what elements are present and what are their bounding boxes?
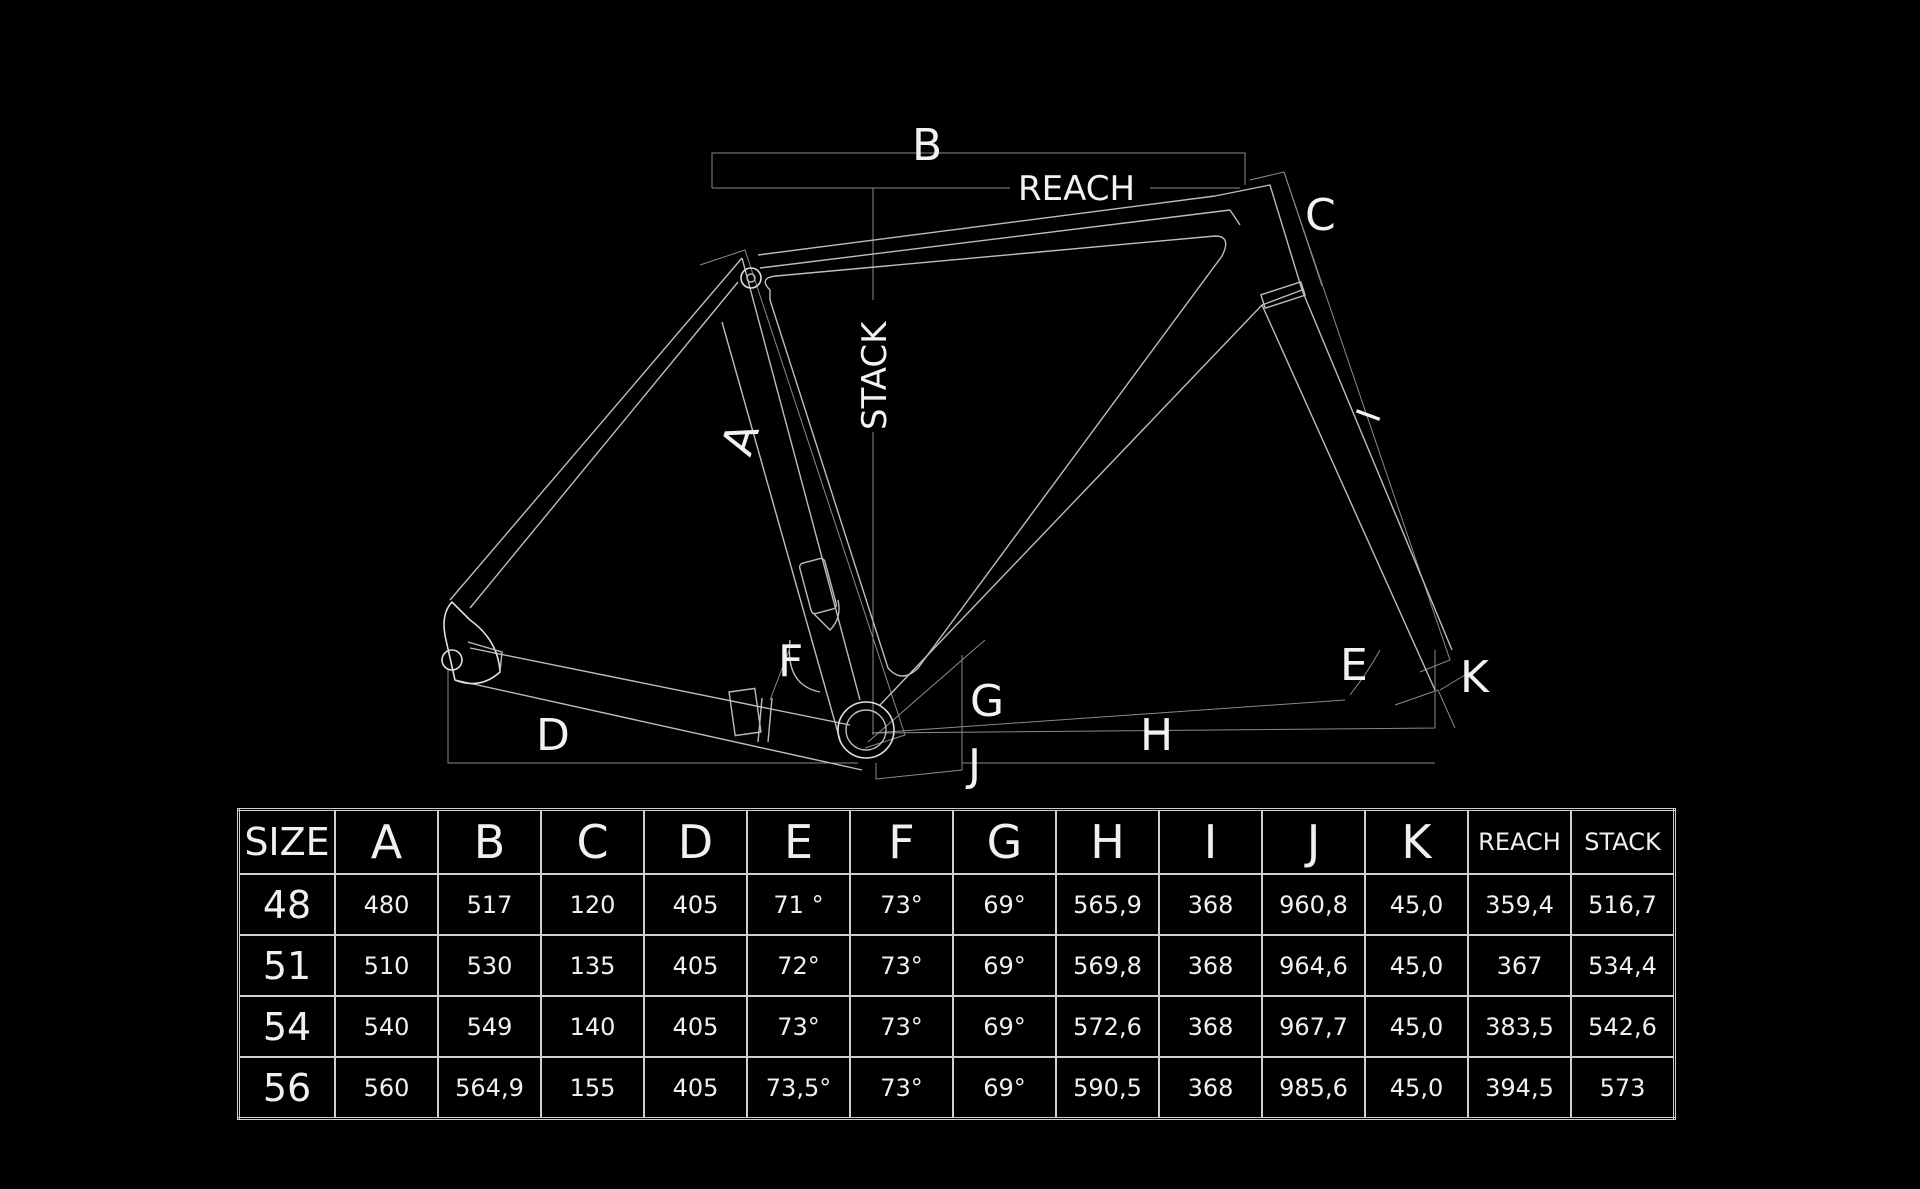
table-cell: 549	[437, 995, 542, 1058]
table-cell: 405	[643, 995, 748, 1058]
table-cell: 480	[334, 873, 439, 936]
table-cell: 572,6	[1055, 995, 1160, 1058]
table-cell: 569,8	[1055, 934, 1160, 997]
table-cell: 51	[237, 934, 336, 997]
column-header-stack: STACK	[1570, 808, 1676, 875]
table-cell: 45,0	[1364, 1056, 1469, 1120]
label-f: F	[778, 636, 803, 687]
column-header-reach: REACH	[1467, 808, 1572, 875]
table-cell: 540	[334, 995, 439, 1058]
table-cell: 54	[237, 995, 336, 1058]
label-b: B	[912, 120, 942, 171]
table-cell: 405	[643, 934, 748, 997]
label-a: A	[712, 417, 770, 461]
table-cell: 45,0	[1364, 934, 1469, 997]
column-header-d: D	[643, 808, 748, 875]
table-cell: 45,0	[1364, 995, 1469, 1058]
table-cell: 368	[1158, 873, 1263, 936]
table-cell: 542,6	[1570, 995, 1676, 1058]
label-c: C	[1305, 190, 1336, 241]
column-header-a: A	[334, 808, 439, 875]
table-cell: 964,6	[1261, 934, 1366, 997]
table-row: 56 560 564,9 155 405 73,5° 73° 69° 590,5…	[237, 1056, 1676, 1120]
table-cell: 73°	[849, 995, 954, 1058]
table-cell: 565,9	[1055, 873, 1160, 936]
table-cell: 517	[437, 873, 542, 936]
label-d: D	[536, 710, 570, 761]
table-cell: 530	[437, 934, 542, 997]
table-cell: 56	[237, 1056, 336, 1120]
table-cell: 73°	[849, 873, 954, 936]
table-cell: 590,5	[1055, 1056, 1160, 1120]
table-cell: 155	[540, 1056, 645, 1120]
table-cell: 69°	[952, 995, 1057, 1058]
column-header-h: H	[1055, 808, 1160, 875]
column-header-g: G	[952, 808, 1057, 875]
column-header-f: F	[849, 808, 954, 875]
column-header-c: C	[540, 808, 645, 875]
table-cell: 383,5	[1467, 995, 1572, 1058]
column-header-k: K	[1364, 808, 1469, 875]
table-cell: 405	[643, 1056, 748, 1120]
table-cell: 72°	[746, 934, 851, 997]
geometry-table: SIZE A B C D E F G H I J K REACH STACK 4…	[237, 808, 1676, 1120]
label-reach: REACH	[1018, 169, 1135, 209]
table-cell: 73°	[746, 995, 851, 1058]
table-cell: 73°	[849, 1056, 954, 1120]
label-g: G	[970, 676, 1004, 727]
table-cell: 967,7	[1261, 995, 1366, 1058]
column-header-e: E	[746, 808, 851, 875]
table-cell: 359,4	[1467, 873, 1572, 936]
table-cell: 69°	[952, 934, 1057, 997]
table-cell: 534,4	[1570, 934, 1676, 997]
label-k: K	[1460, 652, 1490, 703]
table-cell: 960,8	[1261, 873, 1366, 936]
table-row: 48 480 517 120 405 71 ° 73° 69° 565,9 36…	[237, 873, 1676, 936]
label-j: J	[965, 740, 981, 791]
table-cell: 405	[643, 873, 748, 936]
table-cell: 69°	[952, 1056, 1057, 1120]
table-cell: 71 °	[746, 873, 851, 936]
table-cell: 510	[334, 934, 439, 997]
table-row: 54 540 549 140 405 73° 73° 69° 572,6 368…	[237, 995, 1676, 1058]
table-cell: 367	[1467, 934, 1572, 997]
bike-frame-diagram: B REACH C STACK I A F E K G H D J	[441, 120, 1490, 791]
table-cell: 73°	[849, 934, 954, 997]
table-cell: 135	[540, 934, 645, 997]
table-cell: 48	[237, 873, 336, 936]
table-cell: 368	[1158, 995, 1263, 1058]
table-cell: 516,7	[1570, 873, 1676, 936]
dimension-labels: B REACH C STACK I A F E K G H D J	[536, 120, 1490, 791]
table-cell: 394,5	[1467, 1056, 1572, 1120]
table-cell: 368	[1158, 1056, 1263, 1120]
column-header-b: B	[437, 808, 542, 875]
label-e: E	[1340, 640, 1368, 691]
table-header-row: SIZE A B C D E F G H I J K REACH STACK	[237, 808, 1676, 875]
label-stack: STACK	[855, 320, 895, 430]
table-cell: 120	[540, 873, 645, 936]
table-cell: 45,0	[1364, 873, 1469, 936]
column-header-i: I	[1158, 808, 1263, 875]
label-h: H	[1140, 710, 1173, 761]
table-cell: 573	[1570, 1056, 1676, 1120]
table-cell: 140	[540, 995, 645, 1058]
table-cell: 368	[1158, 934, 1263, 997]
column-header-size: SIZE	[237, 808, 336, 875]
table-cell: 985,6	[1261, 1056, 1366, 1120]
table-cell: 560	[334, 1056, 439, 1120]
table-cell: 564,9	[437, 1056, 542, 1120]
table-cell: 69°	[952, 873, 1057, 936]
table-cell: 73,5°	[746, 1056, 851, 1120]
table-row: 51 510 530 135 405 72° 73° 69° 569,8 368…	[237, 934, 1676, 997]
dimension-lines	[447, 152, 1471, 780]
column-header-j: J	[1261, 808, 1366, 875]
frame-outline	[441, 184, 1453, 771]
